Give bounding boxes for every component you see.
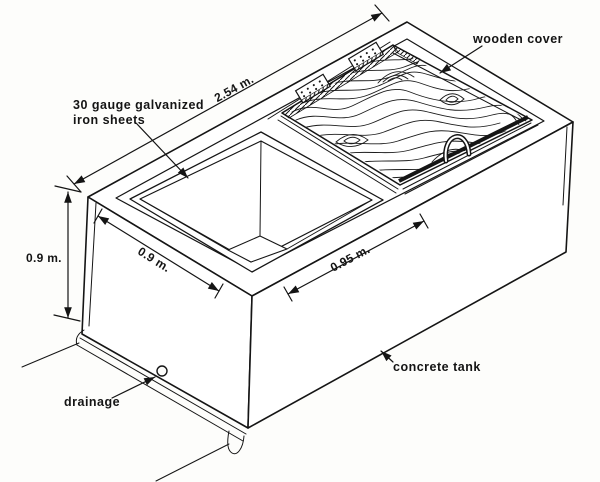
label-concrete-tank: concrete tank [393, 360, 481, 374]
label-wooden-cover: wooden cover [472, 32, 563, 46]
label-drainage: drainage [64, 395, 120, 409]
cover-corner-strip-hatched [392, 44, 421, 65]
label-iron-sheets-line1: 30 gauge galvanized [73, 98, 204, 112]
dimension-tank-height [53, 185, 82, 322]
dimension-top-length [66, 4, 390, 193]
leader-concrete-tank [380, 350, 394, 363]
gutter-downspout [227, 430, 245, 455]
leader-wooden-cover [439, 45, 483, 74]
dimension-opening-width [93, 208, 224, 299]
leader-iron-sheets [136, 123, 189, 179]
dimension-text-tank-height: 0.9 m. [26, 251, 62, 265]
right-corner-line [562, 126, 568, 206]
opening-floor [227, 235, 288, 263]
leader-drainage [111, 376, 156, 399]
label-iron-sheets-line2: iron sheets [73, 113, 145, 127]
dimension-text-top-length: 2.54 m. [212, 72, 256, 105]
front-left-corner-line [88, 202, 97, 327]
cover-thickness-line-right [402, 122, 532, 190]
dimension-cover-width [283, 213, 429, 302]
cover-edge-band [398, 115, 529, 183]
drain-gutter [75, 329, 247, 455]
cover-frame-line [392, 52, 524, 122]
drain-hole [156, 365, 168, 377]
ground-lines [21, 342, 230, 482]
cover-recess-line-lower [404, 124, 539, 195]
cover-handle [443, 134, 472, 164]
